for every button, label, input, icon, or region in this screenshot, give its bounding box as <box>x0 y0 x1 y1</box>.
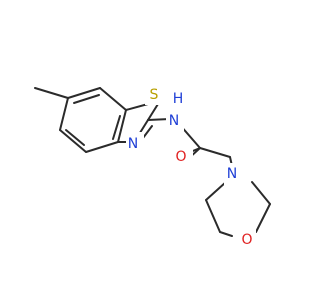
bond-benzene-1-inner <box>73 94 100 104</box>
sulfur-label: S <box>150 87 159 103</box>
morpholine-nitrogen-label: N <box>227 166 237 182</box>
morpholine-oxygen-atom: O <box>238 229 256 251</box>
bond-benzene-4 <box>85 141 119 153</box>
bond-morpholine-3 <box>219 231 233 237</box>
molecule-structure: S N N H O N O <box>34 83 271 251</box>
thiazole-nitrogen-atom: N <box>126 132 144 154</box>
thiazole-nitrogen-label: N <box>128 136 138 152</box>
bond-benzene-3 <box>117 109 127 143</box>
bond-morpholine-1 <box>205 181 227 201</box>
bond-morpholine-2 <box>205 199 221 233</box>
morpholine-nitrogen-atom: N <box>224 163 242 185</box>
bond-thiazole-c-s <box>125 103 149 111</box>
bond-benzene-3-inner <box>112 115 121 140</box>
morpholine-oxygen-label: O <box>241 232 252 248</box>
bond-benzene-6 <box>59 97 69 131</box>
bond-morpholine-4 <box>255 203 271 233</box>
bond-morpholine-5 <box>251 181 271 205</box>
carbonyl-oxygen-label: O <box>175 149 186 165</box>
bond-benzene-5-inner <box>65 129 85 146</box>
carbonyl-oxygen-atom: O <box>175 145 193 167</box>
bond-thiazole-c2-n-inner <box>142 125 153 139</box>
amide-hydrogen-label: H <box>173 91 184 107</box>
amide-hydrogen-atom: H <box>168 91 186 109</box>
sulfur-atom: S <box>145 83 164 105</box>
bond-carbonyl-ch2 <box>199 147 231 158</box>
amide-nitrogen-atom: N <box>166 111 184 131</box>
bond-methyl <box>34 87 69 99</box>
amide-nitrogen-label: N <box>169 113 179 129</box>
bond-benzene-5 <box>59 129 87 153</box>
bond-benzene-2 <box>99 87 127 111</box>
bond-benzene-1 <box>67 87 101 99</box>
bond-thiazole-s-c2 <box>147 103 159 121</box>
